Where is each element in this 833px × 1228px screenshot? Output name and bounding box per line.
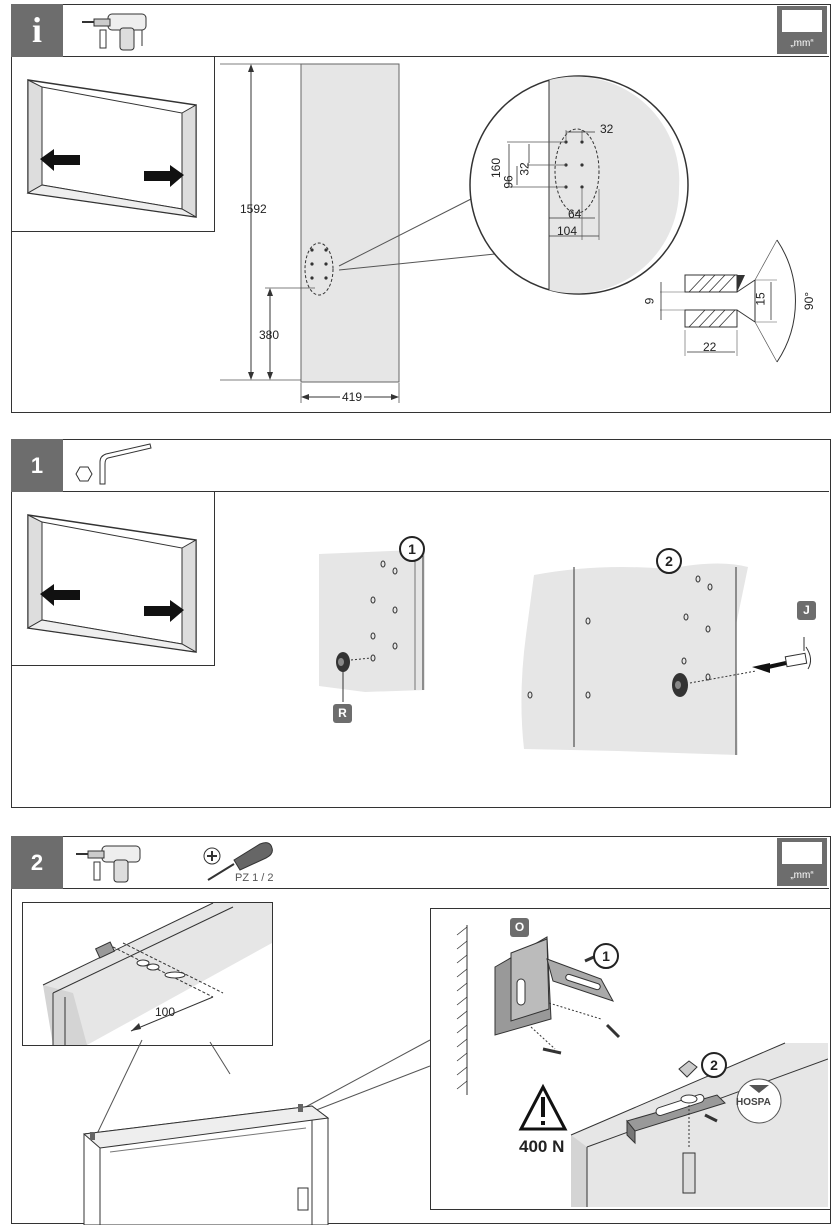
bracket-detail-drawing <box>456 925 828 1207</box>
step-1-section <box>11 439 831 808</box>
detail-2-callout: 2 <box>656 548 682 574</box>
dim-width: 419 <box>340 390 365 404</box>
dim-32-top: 32 <box>600 122 614 136</box>
step-1-cabinet-thumbnail <box>11 492 215 666</box>
info-badge: i <box>11 4 63 57</box>
cabinet-thumbnail <box>11 57 215 232</box>
unit-mm-ruler <box>782 10 822 32</box>
unit-mm-box: „mm“ <box>777 6 827 54</box>
step-2-unit-mm-label: „mm“ <box>790 870 814 881</box>
detail-1-drawing <box>319 550 425 702</box>
step-2-zoom-lines <box>95 1039 431 1137</box>
info-badge-label: i <box>31 10 42 50</box>
bracket-callout-2: 2 <box>701 1052 727 1078</box>
unit-mm-label: „mm“ <box>790 38 814 49</box>
allen-key-icon <box>75 443 152 485</box>
load-rating: 400 N <box>519 1137 565 1156</box>
dim-hole-15: 15 <box>753 292 768 306</box>
step-1-cabinet-drawing <box>26 514 197 653</box>
step-2-header-bar <box>11 836 829 889</box>
drill-icon <box>82 13 147 51</box>
step-2-badge-label: 2 <box>30 850 44 875</box>
step-2-unit-mm-box: „mm“ <box>777 838 827 886</box>
dim-height: 1592 <box>240 202 267 216</box>
part-label-o: O <box>510 918 529 937</box>
dim-100: 100 <box>155 1005 176 1019</box>
part-label-r: R <box>333 704 352 723</box>
step-2-cabinet-drawing <box>82 1104 330 1225</box>
info-section <box>11 4 831 413</box>
screwdriver-size: PZ 1 / 2 <box>235 872 274 884</box>
cabinet-drawing <box>26 79 197 218</box>
dim-96: 96 <box>501 175 516 189</box>
dim-lower: 380 <box>259 328 280 342</box>
side-panel-drawing <box>220 63 796 403</box>
dim-hole-9: 9 <box>642 297 657 305</box>
top-detail-drawing <box>42 903 272 1045</box>
step-1-badge-label: 1 <box>30 453 44 478</box>
dim-104: 104 <box>557 224 578 238</box>
bracket-callout-1: 1 <box>593 943 619 969</box>
dim-64: 64 <box>568 207 582 221</box>
screwdriver-icon <box>203 842 273 881</box>
step-2-badge: 2 <box>11 836 63 889</box>
brand-logo: HOSPA <box>736 1097 771 1108</box>
dim-hole-22: 22 <box>703 340 717 354</box>
step-2-unit-mm-ruler <box>782 842 822 864</box>
top-detail-frame <box>22 902 273 1046</box>
step-1-badge: 1 <box>11 439 63 492</box>
step-2-drill-icon <box>76 845 141 883</box>
part-label-j: J <box>797 601 816 620</box>
detail-2-drawing <box>521 563 812 755</box>
detail-1-callout: 1 <box>399 536 425 562</box>
step-1-header-bar <box>11 439 829 492</box>
dim-32-side: 32 <box>517 162 532 176</box>
info-header-bar <box>11 4 829 57</box>
dim-angle: 90° <box>802 291 817 311</box>
